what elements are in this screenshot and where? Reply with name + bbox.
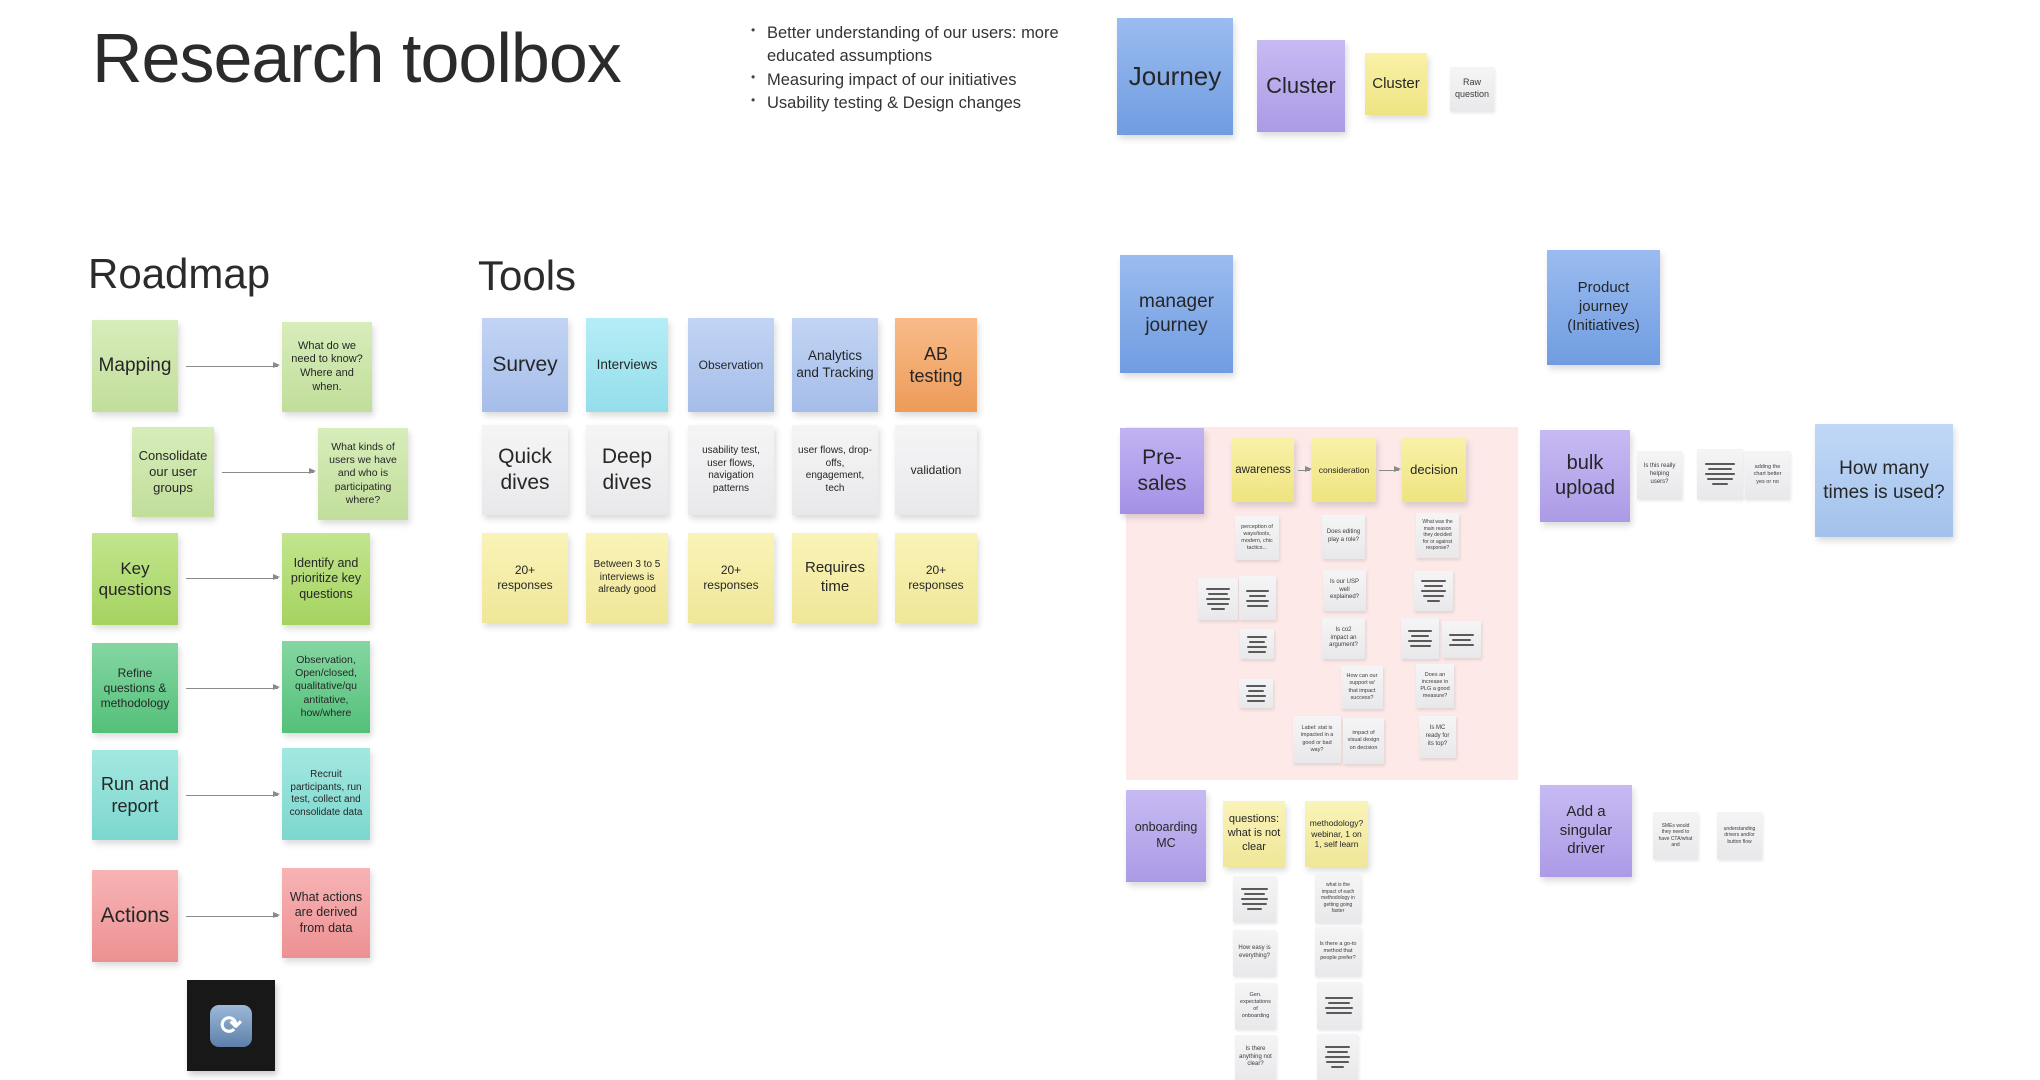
- sticky-raw-note[interactable]: What was the main reason they decided fo…: [1416, 513, 1459, 558]
- sticky-illegible-note[interactable]: [1414, 571, 1453, 611]
- sticky-actions[interactable]: Actions: [92, 870, 178, 962]
- sticky-illegible-note[interactable]: [1697, 449, 1743, 499]
- connector-arrow[interactable]: [1298, 466, 1312, 473]
- sticky-raw-note[interactable]: Gen. expectations of onboarding: [1235, 983, 1276, 1029]
- sticky-illegible-note[interactable]: [1239, 679, 1273, 708]
- sticky-legend-cluster-yellow[interactable]: Cluster: [1365, 53, 1427, 115]
- sticky-tool-analytics[interactable]: Analytics and Tracking: [792, 318, 878, 412]
- sticky-consolidate-note[interactable]: What kinds of users we have and who is p…: [318, 428, 408, 520]
- sticky-raw-note[interactable]: perception of ways/tools, modern, chic t…: [1235, 516, 1279, 560]
- sticky-cluster-methodology[interactable]: methodology? webinar, 1 on 1, self learn: [1305, 801, 1368, 867]
- sticky-onboarding-mc[interactable]: onboarding MC: [1126, 790, 1206, 882]
- sticky-illegible-note[interactable]: [1317, 982, 1361, 1029]
- bullet-item: Measuring impact of our initiatives: [747, 69, 1059, 92]
- sticky-raw-note[interactable]: Is there anything not clear?: [1235, 1035, 1276, 1080]
- sticky-run-report-note[interactable]: Recruit participants, run test, collect …: [282, 748, 370, 840]
- sticky-legend-journey[interactable]: Journey: [1117, 18, 1233, 135]
- sticky-raw-note[interactable]: Label: stat is impacted in a good or bad…: [1293, 716, 1341, 763]
- sticky-how-many-times[interactable]: How many times is used?: [1815, 424, 1953, 537]
- connector-arrow[interactable]: [186, 684, 280, 691]
- sticky-tool-note[interactable]: validation: [895, 425, 977, 515]
- sticky-tool-note[interactable]: Deep dives: [586, 425, 668, 515]
- sticky-illegible-note[interactable]: [1317, 1034, 1358, 1080]
- app-logo-tile: ⟳: [187, 980, 275, 1071]
- intro-bullet-list[interactable]: Better understanding of our users: more …: [747, 22, 1059, 116]
- sticky-refine-methodology[interactable]: Refine questions & methodology: [92, 643, 178, 733]
- connector-arrow[interactable]: [1379, 466, 1401, 473]
- roadmap-heading[interactable]: Roadmap: [88, 250, 271, 297]
- sticky-illegible-note[interactable]: [1198, 578, 1238, 620]
- bullet-item: Better understanding of our users: more …: [747, 22, 1059, 69]
- sticky-product-journey[interactable]: Product journey (Initiatives): [1547, 250, 1660, 365]
- sticky-mapping-note[interactable]: What do we need to know? Where and when.: [282, 322, 372, 412]
- sticky-mapping[interactable]: Mapping: [92, 320, 178, 412]
- sticky-legend-cluster-purple[interactable]: Cluster: [1257, 40, 1345, 132]
- sticky-cluster-questions[interactable]: questions: what is not clear: [1223, 801, 1285, 867]
- sticky-raw-note[interactable]: Is this really helping users?: [1637, 451, 1682, 499]
- sticky-actions-note[interactable]: What actions are derived from data: [282, 868, 370, 958]
- sticky-tool-caveat[interactable]: 20+ responses: [895, 533, 977, 623]
- sticky-tool-survey[interactable]: Survey: [482, 318, 568, 412]
- connector-arrow[interactable]: [222, 468, 316, 475]
- sticky-key-questions-note[interactable]: Identify and prioritize key questions: [282, 533, 370, 625]
- sticky-tool-observation[interactable]: Observation: [688, 318, 774, 412]
- connector-arrow[interactable]: [186, 912, 280, 919]
- sticky-raw-note[interactable]: Does an increase in PLG a good measure?: [1416, 664, 1454, 708]
- sticky-legend-raw-question[interactable]: Raw question: [1450, 67, 1494, 111]
- sticky-bulk-upload[interactable]: bulk upload: [1540, 430, 1630, 522]
- sticky-raw-note[interactable]: what is the impact of each methodology i…: [1315, 874, 1361, 923]
- sticky-raw-note[interactable]: Is our USP well explained?: [1323, 570, 1366, 611]
- sticky-presales[interactable]: Pre-sales: [1120, 428, 1204, 514]
- sticky-raw-note[interactable]: adding the chart better yes or no: [1745, 451, 1790, 499]
- sticky-tool-caveat[interactable]: 20+ responses: [688, 533, 774, 623]
- sticky-raw-note[interactable]: Is there a go-to method that people pref…: [1315, 927, 1361, 976]
- sticky-tool-interviews[interactable]: Interviews: [586, 318, 668, 412]
- sticky-raw-note[interactable]: How easy is everything?: [1233, 930, 1276, 976]
- sticky-tool-caveat[interactable]: Requires time: [792, 533, 878, 623]
- sticky-tool-caveat[interactable]: Between 3 to 5 interviews is already goo…: [586, 533, 668, 623]
- sticky-raw-note[interactable]: impact of visual design on decision: [1343, 718, 1384, 764]
- sticky-consolidate-groups[interactable]: Consolidate our user groups: [132, 427, 214, 517]
- sticky-stage-consideration[interactable]: consideration: [1312, 438, 1376, 502]
- sticky-tool-note[interactable]: user flows, drop-offs, engagement, tech: [792, 425, 878, 515]
- sticky-key-questions[interactable]: Key questions: [92, 533, 178, 625]
- tools-heading[interactable]: Tools: [478, 252, 577, 299]
- sticky-add-singular-driver[interactable]: Add a singular driver: [1540, 785, 1632, 877]
- sticky-tool-note[interactable]: usability test, user flows, navigation p…: [688, 425, 774, 515]
- sticky-run-report[interactable]: Run and report: [92, 750, 178, 840]
- sticky-raw-note[interactable]: Does editing play a role?: [1322, 515, 1365, 559]
- sticky-tool-ab-testing[interactable]: AB testing: [895, 318, 977, 412]
- sticky-stage-awareness[interactable]: awareness: [1232, 438, 1294, 502]
- sticky-tool-caveat[interactable]: 20+ responses: [482, 533, 568, 623]
- sticky-raw-note[interactable]: SMEs would they need to have CTA/what an…: [1653, 812, 1698, 859]
- connector-arrow[interactable]: [186, 574, 280, 581]
- sticky-illegible-note[interactable]: [1233, 876, 1276, 922]
- sticky-illegible-note[interactable]: [1240, 629, 1274, 659]
- sticky-illegible-note[interactable]: [1442, 621, 1481, 658]
- connector-arrow[interactable]: [186, 791, 280, 798]
- sticky-raw-note[interactable]: understanding drivers and/or button flow: [1717, 812, 1762, 859]
- sticky-tool-note[interactable]: Quick dives: [482, 425, 568, 515]
- sticky-raw-note[interactable]: How can our support w/ that impact succe…: [1341, 666, 1383, 709]
- sticky-refine-note[interactable]: Observation, Open/closed, qualitative/qu…: [282, 641, 370, 733]
- sticky-illegible-note[interactable]: [1401, 618, 1439, 659]
- sticky-manager-journey[interactable]: manager journey: [1120, 255, 1233, 373]
- sticky-raw-note[interactable]: Is MC ready for its top?: [1419, 716, 1456, 758]
- connector-arrow[interactable]: [186, 362, 280, 369]
- sticky-illegible-note[interactable]: [1239, 576, 1276, 620]
- bullet-item: Usability testing & Design changes: [747, 92, 1059, 115]
- sticky-stage-decision[interactable]: decision: [1402, 438, 1466, 502]
- page-title[interactable]: Research toolbox: [92, 19, 622, 97]
- sticky-raw-note[interactable]: Is co2 impact an argument?: [1322, 618, 1365, 659]
- repeat-icon: ⟳: [210, 1004, 252, 1047]
